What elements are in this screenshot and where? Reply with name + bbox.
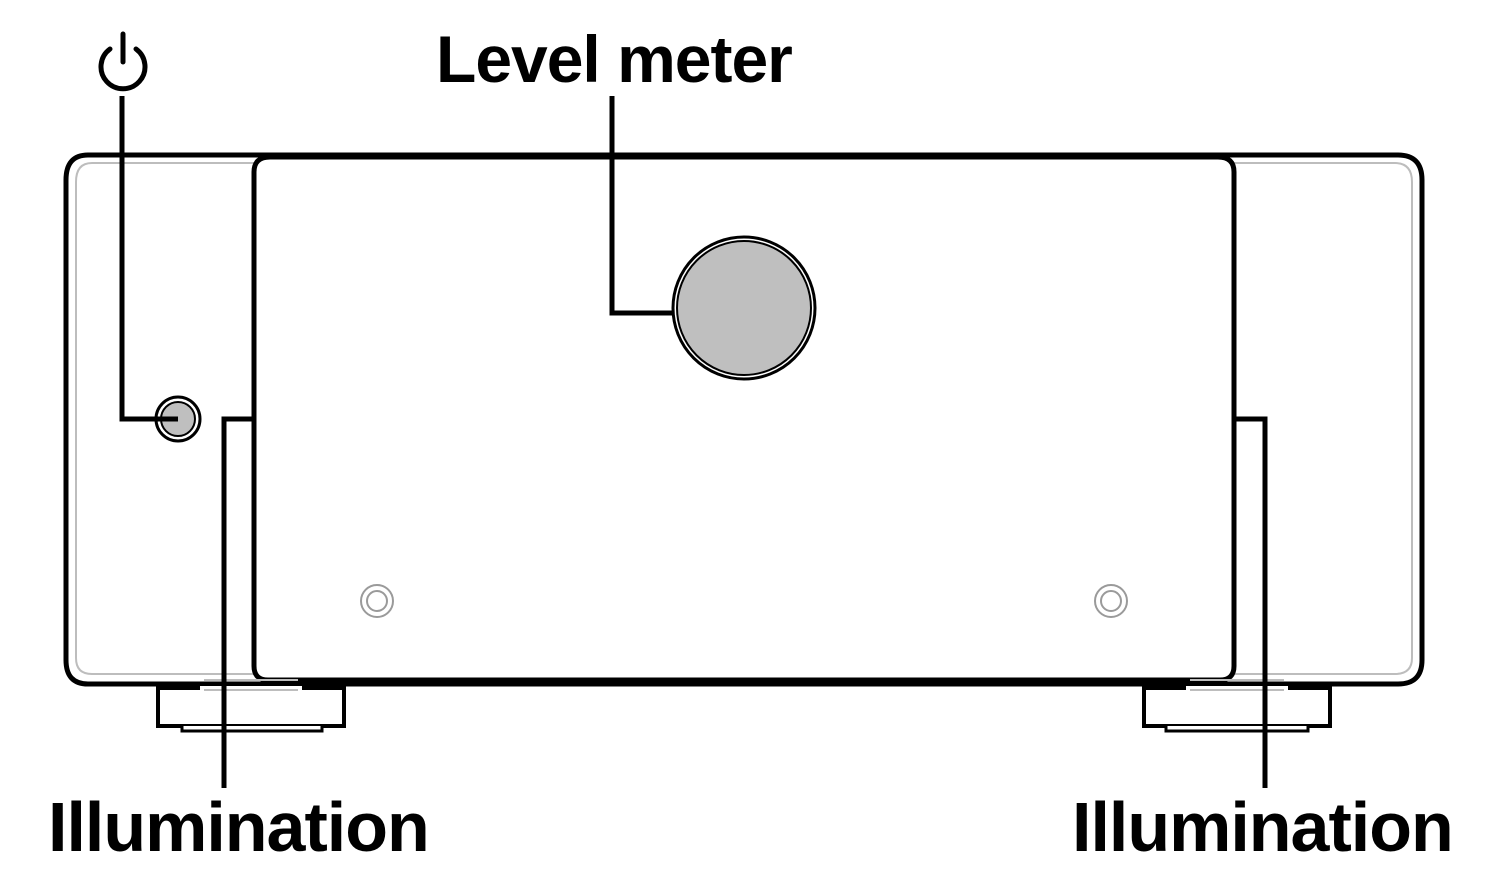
level-meter [671, 235, 817, 381]
foot-right [1142, 682, 1332, 733]
screw-right [1094, 584, 1128, 618]
chassis-bevel [75, 162, 1413, 675]
foot-left-gray-lines [204, 679, 298, 691]
screw-left [360, 584, 394, 618]
foot-left [156, 682, 346, 733]
leader-illumination-right [1234, 416, 1268, 788]
power-icon [98, 31, 148, 92]
illumination-right-label: Illumination [1072, 788, 1454, 866]
chassis [63, 152, 1425, 687]
illumination-left-label: Illumination [48, 788, 430, 866]
leader-power [119, 96, 178, 422]
foot-right-gray-lines [1190, 679, 1284, 691]
leader-level-meter [609, 96, 673, 316]
level-meter-label: Level meter [436, 22, 793, 96]
front-panel [251, 154, 1237, 683]
leader-illumination-left [221, 416, 254, 788]
